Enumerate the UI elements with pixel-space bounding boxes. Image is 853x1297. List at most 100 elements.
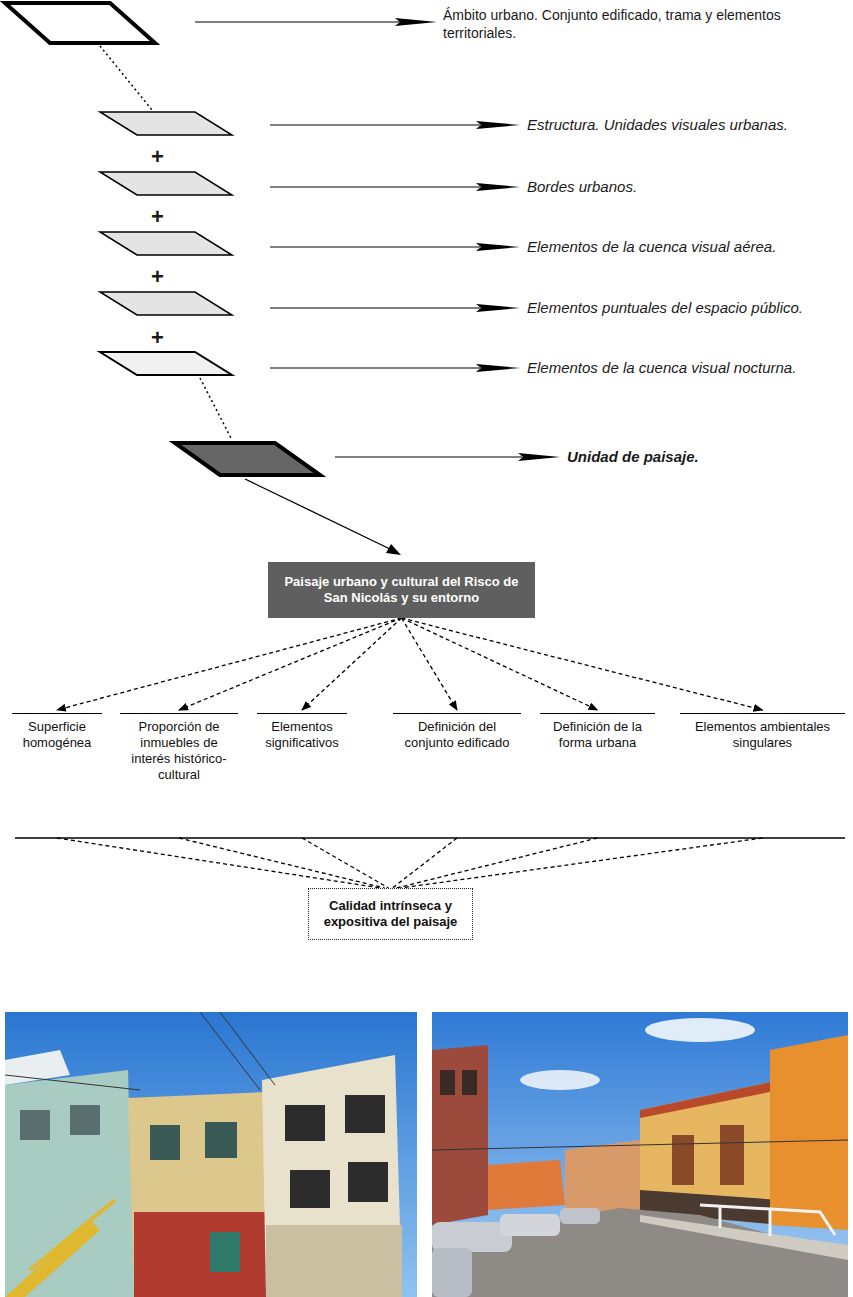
drawing-part bbox=[5, 1070, 134, 1297]
dashed-arrow bbox=[402, 618, 458, 710]
criterion-item: Proporción de inmuebles de interés histó… bbox=[120, 713, 238, 838]
drawing-part bbox=[262, 1055, 402, 1297]
dashed-link bbox=[401, 838, 763, 888]
drawing-part bbox=[128, 1092, 270, 1297]
plus-sign: + bbox=[151, 206, 164, 228]
layer-label: Bordes urbanos. bbox=[527, 178, 637, 196]
node-text: Definición de la forma urbana bbox=[540, 719, 655, 751]
drawing-part bbox=[432, 1140, 848, 1150]
drawing-part bbox=[30, 1200, 115, 1270]
node-text: Superficie homogénea bbox=[12, 719, 102, 751]
criterion-item: Definición de la forma urbana bbox=[540, 713, 655, 838]
base-line bbox=[15, 837, 845, 839]
dashed-link bbox=[302, 838, 389, 888]
drawing-part bbox=[270, 125, 480, 126]
layer-plane bbox=[100, 172, 232, 195]
drawing-part bbox=[270, 308, 480, 309]
drawing-part bbox=[640, 1215, 848, 1260]
scope-plane bbox=[5, 3, 155, 43]
drawing-part bbox=[700, 1205, 835, 1235]
drawing-part bbox=[672, 1135, 694, 1185]
drawing-part bbox=[476, 243, 520, 251]
drawing-part bbox=[640, 1080, 780, 1225]
drawing-part bbox=[20, 1110, 50, 1140]
plus-sign: + bbox=[151, 146, 164, 168]
layer-label: Elementos de la cuenca visual aérea. bbox=[527, 238, 776, 256]
drawing-part bbox=[770, 1035, 848, 1230]
drawing-part bbox=[348, 1162, 388, 1202]
layer-plane bbox=[100, 112, 232, 135]
drawing-part bbox=[520, 1070, 600, 1090]
drawing-part bbox=[720, 1125, 744, 1185]
drawing-part bbox=[565, 1140, 640, 1212]
photo-right bbox=[432, 1012, 848, 1297]
drawing-part bbox=[345, 1095, 385, 1133]
drawing-part bbox=[5, 1075, 140, 1090]
layer-label: Elementos puntuales del espacio público. bbox=[527, 299, 803, 317]
dashed-link bbox=[57, 838, 381, 888]
drawing-part bbox=[645, 1018, 755, 1042]
node-text: Paisaje urbano y cultural del Risco de S… bbox=[276, 574, 527, 606]
criterion-item: Superficie homogénea bbox=[12, 713, 102, 838]
drawing-part bbox=[5, 1012, 417, 1297]
drawing-part bbox=[432, 1248, 472, 1297]
layer-plane bbox=[100, 232, 232, 255]
drawing-part bbox=[5, 1220, 100, 1297]
node-text: Elementos ambientales singulares bbox=[680, 719, 845, 751]
layer-label: Estructura. Unidades visuales urbanas. bbox=[527, 116, 788, 134]
dashed-link bbox=[397, 838, 598, 888]
layer-label: Elementos de la cuenca visual nocturna. bbox=[527, 359, 796, 377]
drawing-part bbox=[150, 1125, 180, 1160]
layer-plane bbox=[100, 292, 232, 315]
drawing-part bbox=[270, 187, 480, 188]
drawing-part bbox=[518, 453, 560, 461]
unit-label: Unidad de paisaje. bbox=[567, 448, 699, 466]
drawing-part bbox=[335, 457, 522, 458]
layer-label: Ámbito urbano. Conjunto edificado, trama… bbox=[443, 6, 828, 42]
node-text: Calidad intrínseca y expositiva del pais… bbox=[315, 898, 466, 930]
photo-left bbox=[5, 1012, 417, 1297]
drawing-part bbox=[560, 1208, 600, 1224]
drawing-part bbox=[266, 1225, 402, 1297]
drawing-part bbox=[462, 1070, 477, 1095]
layer-plane bbox=[100, 352, 232, 375]
drawing-part bbox=[285, 1105, 325, 1141]
dotted-link bbox=[200, 378, 232, 440]
dotted-link bbox=[100, 46, 152, 110]
plus-sign: + bbox=[151, 266, 164, 288]
plus-sign: + bbox=[151, 327, 164, 349]
dashed-link bbox=[179, 838, 385, 888]
landscape-box: Paisaje urbano y cultural del Risco de S… bbox=[268, 562, 535, 618]
criterion-item: Definición del conjunto edificado bbox=[393, 713, 521, 838]
drawing-part bbox=[476, 304, 520, 312]
drawing-part bbox=[134, 1212, 270, 1297]
drawing-part bbox=[432, 1012, 848, 1297]
drawing-part bbox=[476, 364, 520, 372]
criterion-item: Elementos ambientales singulares bbox=[680, 713, 845, 838]
quality-box: Calidad intrínseca y expositiva del pais… bbox=[308, 888, 473, 940]
drawing-part bbox=[386, 544, 401, 555]
dashed-arrow bbox=[402, 618, 598, 710]
node-text: Elementos significativos bbox=[257, 719, 347, 751]
drawing-part bbox=[245, 479, 392, 550]
drawing-part bbox=[719, 1206, 722, 1228]
drawing-part bbox=[640, 1080, 780, 1118]
drawing-part bbox=[290, 1170, 330, 1208]
drawing-part bbox=[205, 1122, 237, 1158]
node-text: Definición del conjunto edificado bbox=[393, 719, 521, 751]
dashed-arrow bbox=[402, 618, 763, 710]
drawing-part bbox=[220, 1012, 275, 1085]
dashed-arrow bbox=[302, 618, 402, 710]
drawing-part bbox=[395, 18, 437, 26]
drawing-part bbox=[210, 1232, 240, 1272]
leader-arrows bbox=[195, 18, 560, 555]
drawing-part bbox=[476, 183, 520, 191]
drawing-part bbox=[432, 1045, 488, 1225]
drawing-part bbox=[270, 247, 480, 248]
drawing-part bbox=[500, 1214, 560, 1236]
drawing-part bbox=[195, 22, 400, 23]
dashed-arrow bbox=[179, 618, 402, 710]
drawing-part bbox=[769, 1209, 772, 1236]
